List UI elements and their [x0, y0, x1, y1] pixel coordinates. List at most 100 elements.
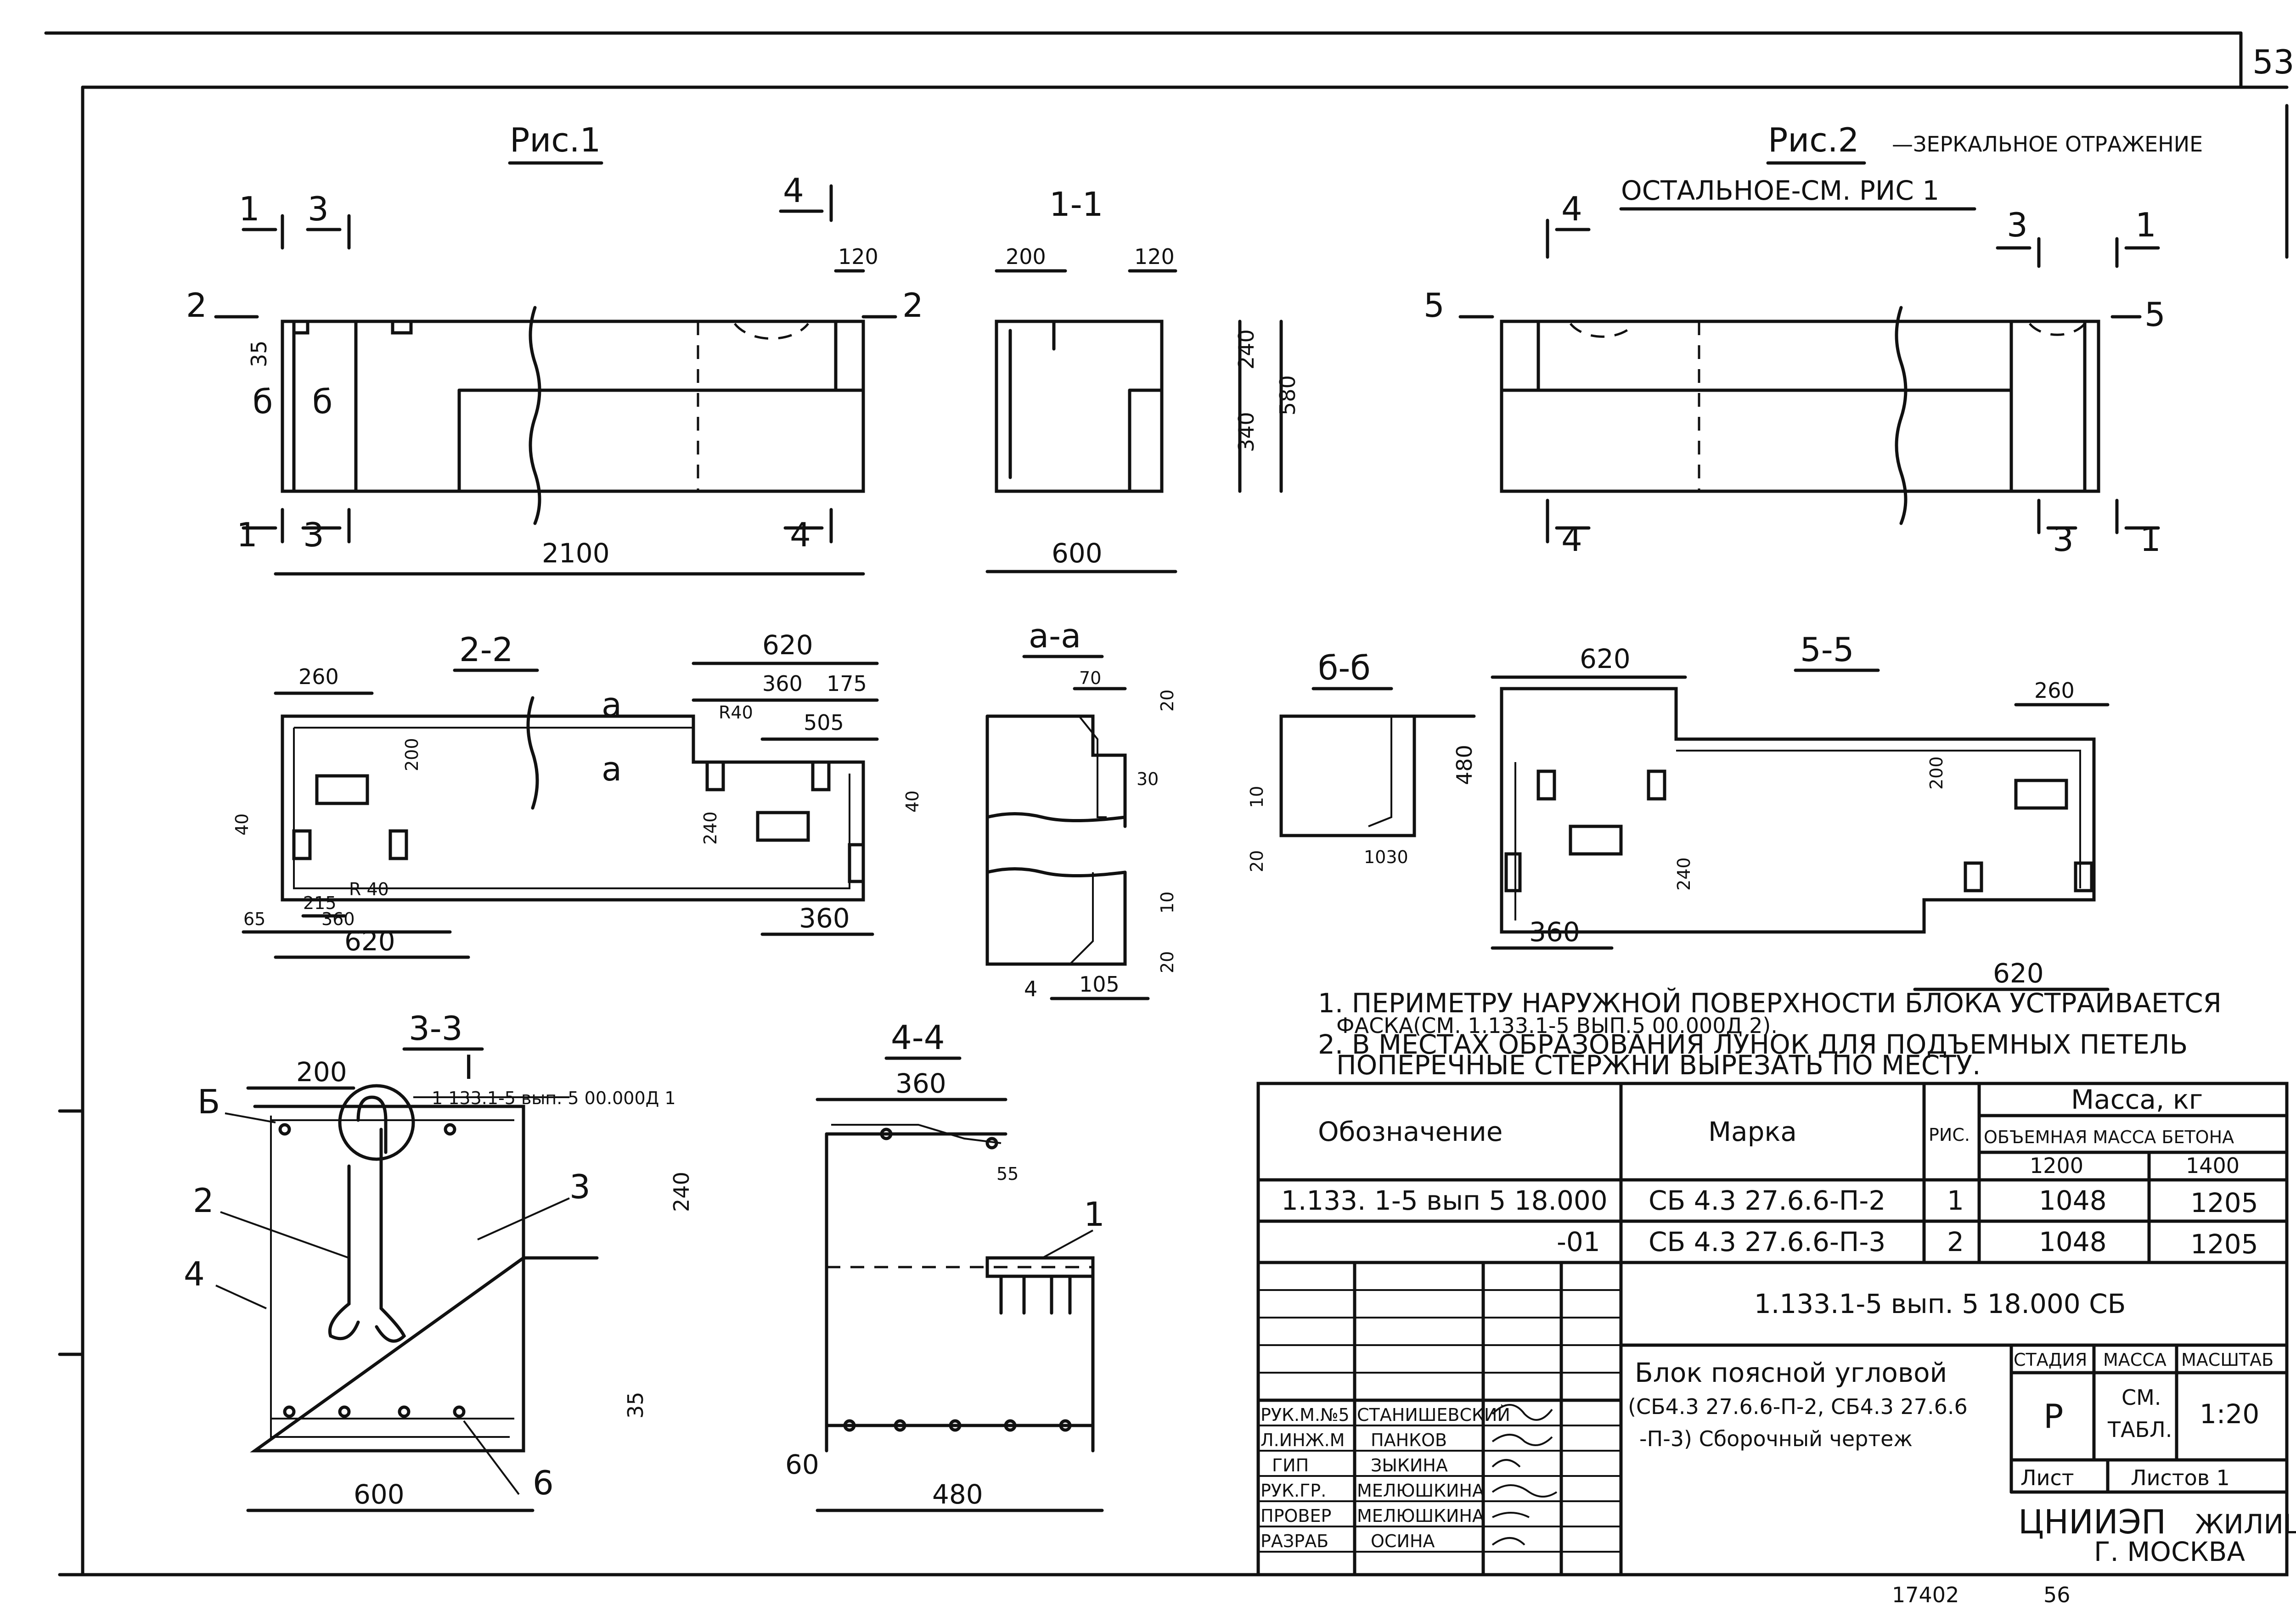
section-5-5: 5-5 620 260 200 240 360 620	[1491, 630, 2110, 991]
dim-260-s22: 260	[298, 664, 339, 689]
fig1-elevation: Рис.1 1 3 4 2 2 1 3 4 б б	[186, 121, 923, 576]
signer-name-6: ОСИНА	[1371, 1531, 1435, 1551]
org-city: Г. МОСКВА	[2094, 1536, 2245, 1567]
dim-70-aa: 70	[1079, 668, 1101, 688]
dim-240-s55: 240	[1674, 857, 1694, 891]
dim-105-aa: 105	[1079, 972, 1120, 997]
dim-200-s22: 200	[402, 738, 422, 771]
signature-marks	[1491, 1404, 1558, 1546]
signer-name-3: ЗЫКИНА	[1371, 1455, 1448, 1476]
row1-fig: 1	[1947, 1185, 1964, 1216]
row1-mark: СБ 4.3 27.6.6-П-2	[1649, 1185, 1885, 1216]
table-row: 1.133. 1-5 вып 5 18.000 СБ 4.3 27.6.6-П-…	[1281, 1185, 2258, 1218]
dim-35: 35	[247, 340, 271, 367]
signer-role-2: Л.ИНЖ.М	[1261, 1430, 1345, 1450]
dim-240-s33: 240	[669, 1172, 694, 1212]
dim-175-s22: 175	[827, 671, 867, 696]
callout-2: 2	[193, 1181, 214, 1220]
dim-505-s22: 505	[804, 710, 844, 735]
row2-mark: СБ 4.3 27.6.6-П-3	[1649, 1226, 1885, 1257]
mass-header: МАССА	[2103, 1350, 2167, 1370]
fig2-cut-4-top: 4	[1561, 190, 1582, 228]
signer-role-5: ПРОВЕР	[1261, 1506, 1331, 1526]
dim-65-s22: 65	[243, 909, 265, 929]
cut-1-bottom: 1	[236, 516, 258, 554]
row2-mass-1400: 1205	[2190, 1229, 2258, 1260]
detail-i-mark: I	[464, 1048, 473, 1087]
dim-55-s44: 55	[996, 1164, 1019, 1184]
th-designation: Обозначение	[1318, 1116, 1503, 1147]
th-mark: Марка	[1708, 1116, 1797, 1147]
dim-200-s11: 200	[1006, 244, 1046, 269]
sheet-label: Лист	[2020, 1465, 2074, 1490]
dim-20-aa-bottom: 20	[1157, 951, 1177, 973]
scale-header: МАСШТАБ	[2181, 1350, 2273, 1370]
row2-designation: -01	[1557, 1226, 1600, 1257]
callout-1: 1	[1084, 1195, 1105, 1234]
footer-number-right: 56	[2043, 1582, 2071, 1607]
dim-20-bb: 20	[1247, 850, 1267, 872]
cut-a-lower: а	[602, 750, 622, 788]
title-line-1: Блок поясной угловой	[1635, 1357, 1947, 1388]
dim-120-s11: 120	[1134, 244, 1175, 269]
signer-name-1: СТАНИШЕВСКИЙ	[1357, 1405, 1510, 1425]
section-3-3-title: 3-3	[409, 1009, 463, 1048]
dim-60-s44: 60	[785, 1449, 819, 1480]
th-mass: Масса, кг	[2071, 1084, 2203, 1115]
dim-600-s33: 600	[354, 1479, 405, 1510]
dim-200-s33: 200	[296, 1056, 347, 1088]
dim-240-s22: 240	[700, 811, 720, 845]
footer-number-left: 17402	[1892, 1582, 1959, 1607]
dim-600-s11: 600	[1052, 538, 1103, 569]
table-row: -01 СБ 4.3 27.6.6-П-3 2 1048 1205	[1557, 1226, 2258, 1260]
th-density: ОБЪЕМНАЯ МАССА БЕТОНА	[1984, 1127, 2234, 1147]
row1-mass-1400: 1205	[2190, 1187, 2258, 1218]
cut-2-right: 2	[902, 286, 923, 325]
section-4-4-title: 4-4	[891, 1018, 945, 1057]
fig2-cut-1-bottom: 1	[2140, 520, 2161, 559]
signer-role-4: РУК.ГР.	[1261, 1481, 1326, 1501]
note-1-line-1: 1. ПЕРИМЕТРУ НАРУЖНОЙ ПОВЕРХНОСТИ БЛОКА …	[1318, 987, 2222, 1019]
signers: РУК.М.№5 СТАНИШЕВСКИЙ Л.ИНЖ.М ПАНКОВ ГИП…	[1261, 1404, 1558, 1551]
dim-40-s22-right: 40	[902, 791, 923, 813]
signer-name-5: МЕЛЮШКИНА	[1357, 1506, 1484, 1526]
fig2-cut-5-right: 5	[2144, 295, 2166, 334]
dim-360-s22-right: 360	[799, 903, 850, 934]
section-5-5-title: 5-5	[1800, 630, 1854, 669]
dim-10-bb: 10	[1247, 786, 1267, 808]
signer-role-1: РУК.М.№5	[1261, 1405, 1350, 1425]
org-dept: ЖИЛИЩА	[2195, 1509, 2296, 1540]
signer-name-2: ПАНКОВ	[1371, 1430, 1447, 1450]
callout-b: Б	[197, 1083, 220, 1121]
dim-240-s11: 240	[1234, 329, 1259, 370]
row2-fig: 2	[1947, 1226, 1964, 1257]
signer-name-4: МЕЛЮШКИНА	[1357, 1481, 1484, 1501]
signer-role-6: РАЗРАБ	[1261, 1531, 1328, 1551]
doc-code: 1.133.1-5 вып. 5 18.000 СБ	[1754, 1288, 2126, 1319]
th-density-1200: 1200	[2030, 1153, 2083, 1178]
dim-40-s22-left: 40	[232, 814, 252, 836]
section-a-a-title: а-а	[1029, 617, 1081, 655]
scale-value: 1:20	[2200, 1398, 2259, 1430]
dim-4-aa: 4	[1024, 976, 1037, 1001]
callout-6: 6	[533, 1464, 554, 1502]
fig2-elevation: Рис.2 —ЗЕРКАЛЬНОЕ ОТРАЖЕНИЕ ОСТАЛЬНОЕ-СМ…	[1424, 121, 2203, 559]
section-2-2: 2-2 а а 260 620 360 175 505 R40 200 240 …	[232, 629, 923, 959]
fig1-title: Рис.1	[510, 121, 601, 159]
section-b-b: б-б 480 10 20 1030	[1247, 649, 1477, 872]
cut-2-left: 2	[186, 286, 207, 325]
section-b-b-title: б-б	[1318, 649, 1371, 687]
mass-value-1: СМ.	[2122, 1385, 2161, 1410]
detail-ref: 1 133.1-5 вып. 5 00.000Д 1	[432, 1088, 676, 1108]
general-notes: 1. ПЕРИМЕТРУ НАРУЖНОЙ ПОВЕРХНОСТИ БЛОКА …	[1318, 987, 2222, 1081]
dim-200-s55: 200	[1926, 756, 1947, 790]
cut-b-mid: б	[312, 382, 332, 421]
sheet-frame: 53	[44, 31, 2295, 1577]
fig2-title: Рис.2	[1768, 121, 1859, 159]
row2-mass-1200: 1048	[2039, 1226, 2107, 1257]
th-fig: РИС.	[1929, 1125, 1970, 1145]
dim-360-s22: 360	[762, 671, 803, 696]
section-4-4: 4-4 360 55 1 60 480	[785, 1018, 1105, 1512]
dim-360-s55: 360	[1529, 916, 1580, 948]
fig2-cut-5-left: 5	[1424, 286, 1445, 325]
